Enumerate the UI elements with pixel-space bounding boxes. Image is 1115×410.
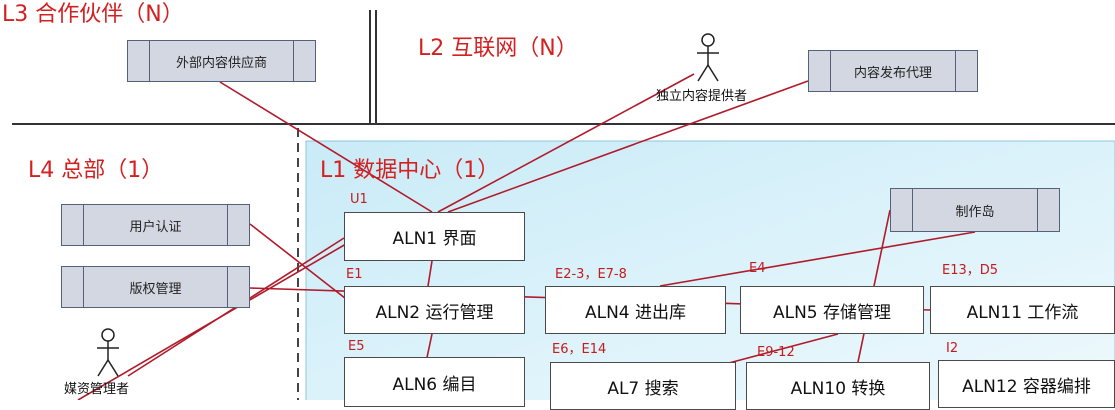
connector-user-auth-aln2: [249, 223, 351, 303]
independent-provider-label: 独立内容提供者: [656, 89, 748, 104]
connector-media-manager-aln2: [77, 243, 347, 400]
tag-e6-e14: E6，E14: [552, 342, 607, 357]
module-al7-label: AL7 搜索: [607, 378, 679, 399]
tag-e1: E1: [346, 267, 363, 282]
studio-label: 制作岛: [955, 204, 995, 220]
module-aln6-label: ALN6 编目: [392, 374, 477, 395]
module-aln12-container-orchestration: ALN12 容器编排: [938, 360, 1115, 408]
user-auth-label: 用户认证: [129, 219, 182, 235]
zone-label-partners: L3 合作伙伴（N）: [2, 2, 184, 27]
connector-studio-aln4: [659, 231, 976, 287]
module-aln12-label: ALN12 容器编排: [962, 376, 1091, 397]
media-manager-label: 媒资管理者: [64, 382, 130, 397]
zone-label-internet: L2 互联网（N）: [418, 36, 578, 61]
tag-e2-e7: E2-3，E7-8: [555, 267, 627, 282]
module-aln10-label: ALN10 转换: [790, 378, 886, 399]
module-aln2-label: ALN2 运行管理: [375, 302, 494, 323]
connector-content-provider-aln1: [219, 81, 433, 213]
module-aln5-label: ALN5 存储管理: [772, 302, 892, 323]
external-content-provider-box: 外部内容供应商: [127, 40, 316, 82]
zone-label-headquarters: L4 总部（1）: [28, 158, 164, 183]
module-aln10-transcode: ALN10 转换: [746, 362, 930, 410]
tag-e5: E5: [348, 339, 365, 354]
datacenter-panel: [305, 140, 1115, 400]
connector-publish-agent-aln1: [447, 80, 809, 213]
external-content-provider-label: 外部内容供应商: [175, 55, 267, 71]
tag-e13-d5: E13，D5: [942, 263, 999, 278]
module-aln11-label: ALN11 工作流: [966, 302, 1079, 323]
tag-e4: E4: [749, 261, 766, 276]
module-aln1-interface: ALN1 界面: [344, 212, 525, 261]
media-manager-actor-icon: [97, 328, 119, 377]
studio-box: 制作岛: [890, 188, 1060, 232]
module-aln1-label: ALN1 界面: [392, 229, 477, 249]
zone-label-datacenter: L1 数据中心（1）: [320, 158, 500, 183]
publish-agent-label: 内容发布代理: [853, 65, 932, 81]
module-aln4-ingest: ALN4 进出库: [545, 286, 726, 334]
connector-aln1-aln2: [427, 260, 433, 287]
rights-management-label: 版权管理: [129, 281, 182, 297]
module-aln11-workflow: ALN11 工作流: [930, 286, 1115, 334]
independent-provider-actor-icon: [697, 33, 719, 82]
tag-i2: I2: [946, 341, 959, 356]
publish-agent-box: 内容发布代理: [808, 50, 978, 92]
module-aln6-cataloging: ALN6 编目: [344, 357, 525, 407]
user-auth-box: 用户认证: [61, 204, 250, 246]
module-aln5-storage: ALN5 存储管理: [740, 286, 924, 334]
rights-management-box: 版权管理: [61, 266, 250, 308]
tag-e9-12: E9-12: [757, 345, 795, 360]
module-al7-search: AL7 搜索: [550, 362, 736, 410]
connector-independent-provider-aln1: [437, 73, 695, 213]
module-aln2-operations: ALN2 运行管理: [344, 286, 525, 334]
module-aln4-label: ALN4 进出库: [584, 302, 687, 323]
tag-u1: U1: [350, 192, 368, 207]
